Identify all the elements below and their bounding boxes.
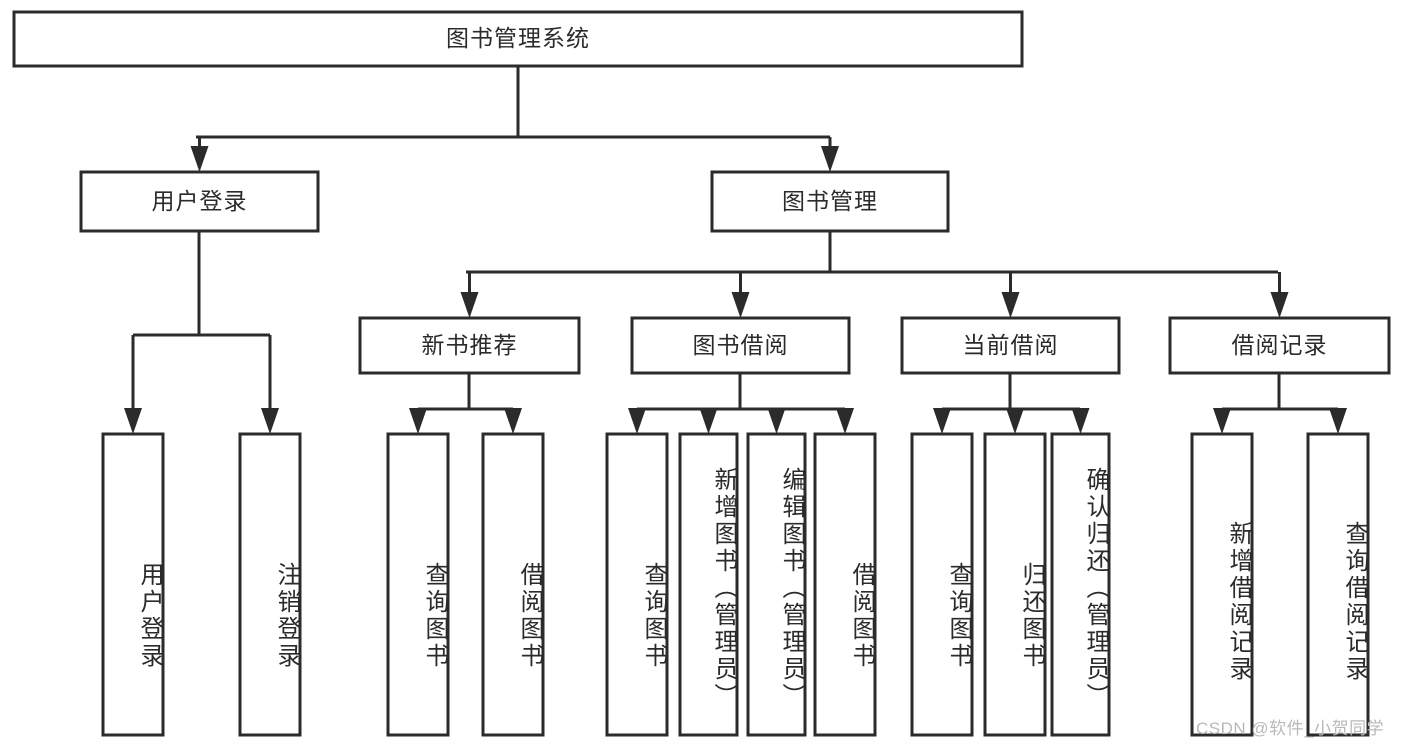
node-box-new-book-rec[interactable] (358, 316, 581, 375)
arrow-head-icon-user-login (190, 146, 209, 172)
node-box-leaf-add-book-admin[interactable] (678, 432, 739, 737)
arrow-head-icon-leaf-user-logout (261, 408, 279, 434)
node-box-borrow-record[interactable] (1168, 316, 1391, 375)
node-box-leaf-borrow-book-2[interactable] (813, 432, 877, 737)
node-box-leaf-query-borrow-record[interactable] (1306, 432, 1370, 737)
arrow-head-icon-leaf-borrow-book-1 (504, 408, 522, 434)
arrow-head-icon-book-borrow (731, 292, 750, 318)
node-box-leaf-query-book-1[interactable] (386, 432, 450, 737)
boxes-layer (12, 10, 1391, 737)
arrow-head-icon-leaf-borrow-book-2 (836, 408, 854, 434)
node-box-leaf-query-book-3[interactable] (910, 432, 974, 737)
node-box-leaf-borrow-book-1[interactable] (481, 432, 545, 737)
node-box-root[interactable] (12, 10, 1024, 68)
arrow-head-icon-leaf-add-book-admin (699, 408, 718, 434)
node-box-book-manage[interactable] (710, 170, 950, 233)
arrow-head-icon-leaf-query-borrow-record (1329, 408, 1347, 434)
node-box-leaf-edit-book-admin[interactable] (746, 432, 807, 737)
arrow-head-icon-borrow-record (1270, 292, 1289, 318)
arrow-head-icon-new-book-rec (460, 292, 479, 318)
node-box-leaf-return-book[interactable] (983, 432, 1047, 737)
node-box-book-borrow[interactable] (630, 316, 851, 375)
arrow-head-icon-leaf-return-book (1006, 408, 1024, 434)
node-box-leaf-add-borrow-record[interactable] (1190, 432, 1254, 737)
edges-layer (124, 66, 1347, 434)
arrow-head-icon-leaf-add-borrow-record (1213, 408, 1231, 434)
arrow-head-icon-leaf-edit-book-admin (767, 408, 786, 434)
arrow-head-icon-book-manage (821, 146, 839, 172)
arrow-head-icon-leaf-query-book-3 (933, 408, 951, 434)
arrow-head-icon-current-borrow (1001, 292, 1020, 318)
arrow-head-icon-leaf-user-login (124, 408, 142, 434)
node-box-current-borrow[interactable] (900, 316, 1121, 375)
arrow-head-icon-leaf-query-book-2 (628, 408, 646, 434)
arrow-head-icon-leaf-confirm-return-admin (1071, 408, 1090, 434)
node-box-leaf-confirm-return-admin[interactable] (1050, 432, 1111, 737)
arrow-head-icon-leaf-query-book-1 (409, 408, 427, 434)
node-box-leaf-user-login[interactable] (101, 432, 165, 737)
node-box-leaf-user-logout[interactable] (238, 432, 302, 737)
node-box-leaf-query-book-2[interactable] (605, 432, 669, 737)
node-box-user-login[interactable] (79, 170, 320, 233)
